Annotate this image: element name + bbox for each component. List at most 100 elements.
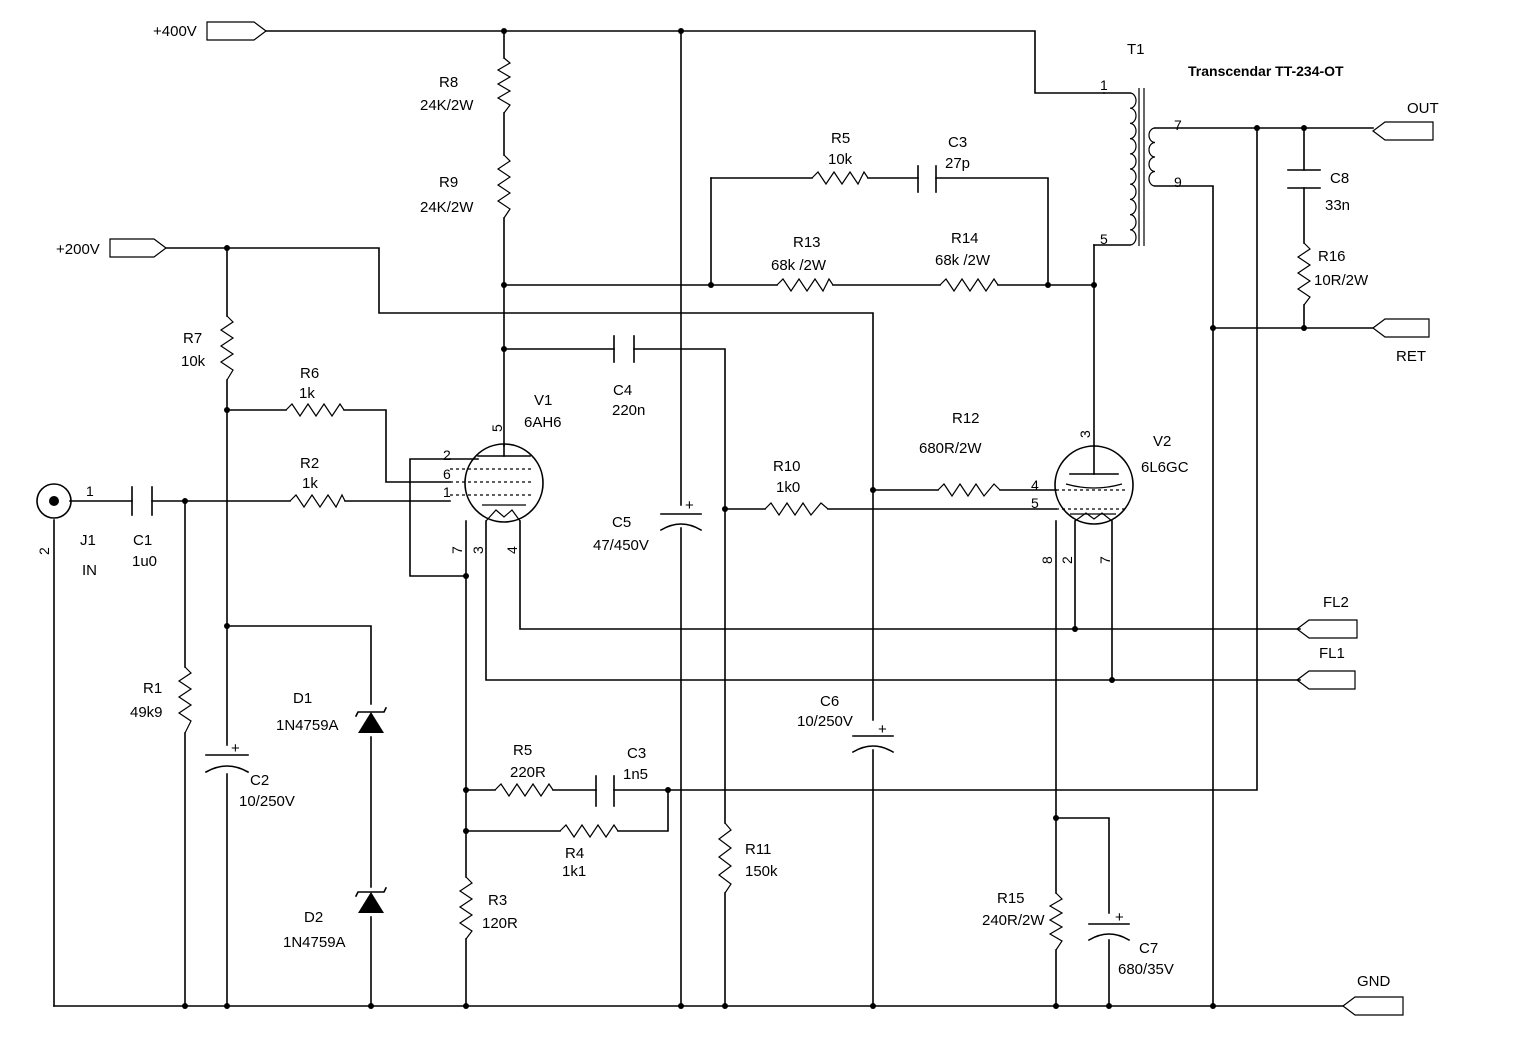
capacitor-c8-ref: C8 bbox=[1330, 170, 1349, 187]
capacitor-c7-ref: C7 bbox=[1139, 940, 1158, 957]
wires bbox=[53, 30, 1374, 1007]
tube-v1: 5 2 6 1 7 3 4 V1 6AH6 bbox=[443, 392, 562, 554]
resistor-r12-value: 680R/2W bbox=[919, 440, 982, 457]
capacitor-c6-polarity: + bbox=[878, 721, 887, 738]
resistor-r2: R2 1k bbox=[289, 455, 346, 509]
port-fl2: FL2 bbox=[1296, 594, 1358, 639]
resistor-r2-value: 1k bbox=[302, 475, 318, 492]
capacitor-c7: + C7 680/35V bbox=[1087, 909, 1174, 978]
resistor-r6: R6 1k bbox=[285, 365, 345, 418]
resistor-r11-value: 150k bbox=[745, 863, 778, 880]
capacitor-c5-value: 47/450V bbox=[593, 537, 649, 554]
resistor-r5-feedback: R5 10k bbox=[811, 130, 869, 186]
capacitor-c1: C1 1u0 bbox=[131, 486, 157, 570]
tube-v2-pin5: 5 bbox=[1031, 495, 1039, 511]
capacitor-c3-feedback: C3 27p bbox=[917, 134, 970, 193]
transformer-t1: T1 Transcendar TT-234-OT 1 5 7 9 bbox=[1100, 41, 1344, 247]
capacitor-c4-ref: C4 bbox=[613, 382, 632, 399]
zener-diode-d2: D2 1N4759A bbox=[283, 886, 388, 951]
resistor-r12-ref: R12 bbox=[952, 410, 980, 427]
capacitor-c5-polarity: + bbox=[685, 497, 694, 514]
capacitor-c3-feedback-value: 27p bbox=[945, 155, 970, 172]
capacitor-c1-value: 1u0 bbox=[132, 553, 157, 570]
capacitor-c7-polarity: + bbox=[1115, 909, 1124, 926]
port-gnd-label: GND bbox=[1357, 973, 1391, 990]
resistor-r7-value: 10k bbox=[181, 353, 206, 370]
zener-diode-d1: D1 1N4759A bbox=[276, 690, 388, 734]
resistor-r2-ref: R2 bbox=[300, 455, 319, 472]
resistor-r6-value: 1k bbox=[299, 385, 315, 402]
port-out-label: OUT bbox=[1407, 100, 1439, 117]
zener-diode-d2-ref: D2 bbox=[304, 909, 323, 926]
resistor-r16-value: 10R/2W bbox=[1314, 272, 1369, 289]
port-plus200v: +200V bbox=[56, 238, 167, 258]
transformer-t1-pin5: 5 bbox=[1100, 231, 1108, 247]
transformer-t1-ref: T1 bbox=[1127, 41, 1145, 58]
resistor-r8: R8 24K/2W bbox=[420, 57, 512, 114]
resistor-r3: R3 120R bbox=[458, 876, 518, 940]
transformer-t1-pin7: 7 bbox=[1174, 117, 1182, 133]
capacitor-c2-polarity: + bbox=[231, 740, 240, 757]
capacitor-c8: C8 33n bbox=[1287, 169, 1350, 214]
resistor-r12: R12 680R/2W bbox=[919, 410, 1001, 498]
capacitor-c3-cathode-value: 1n5 bbox=[623, 766, 648, 783]
tube-v2-type: 6L6GC bbox=[1141, 459, 1189, 476]
input-jack-pin1: 1 bbox=[86, 483, 94, 499]
resistor-r14-value: 68k /2W bbox=[935, 252, 991, 269]
resistor-r13-ref: R13 bbox=[793, 234, 821, 251]
port-out: OUT bbox=[1372, 100, 1439, 141]
resistor-r16-ref: R16 bbox=[1318, 248, 1346, 265]
resistor-r13-value: 68k /2W bbox=[771, 257, 827, 274]
tube-v1-pin4: 4 bbox=[504, 546, 520, 554]
tube-v1-pin3: 3 bbox=[470, 546, 486, 554]
zener-diode-d2-value: 1N4759A bbox=[283, 934, 346, 951]
tube-v2-ref: V2 bbox=[1153, 433, 1171, 450]
resistor-r10-value: 1k0 bbox=[776, 479, 800, 496]
input-jack-name: IN bbox=[82, 562, 97, 579]
resistor-r4: R4 1k1 bbox=[559, 823, 619, 880]
port-fl1-label: FL1 bbox=[1319, 645, 1345, 662]
input-jack-j1: 1 2 J1 IN bbox=[36, 483, 97, 579]
resistor-r15: R15 240R/2W bbox=[982, 890, 1064, 951]
tube-v1-pin5: 5 bbox=[489, 424, 505, 432]
resistor-r10: R10 1k0 bbox=[764, 458, 829, 517]
resistor-r7-ref: R7 bbox=[183, 330, 202, 347]
tube-v1-pin2: 2 bbox=[443, 447, 451, 463]
capacitor-c2-ref: C2 bbox=[250, 772, 269, 789]
resistor-r1-ref: R1 bbox=[143, 680, 162, 697]
tube-v2-pin2: 2 bbox=[1059, 556, 1075, 564]
tube-v1-ref: V1 bbox=[534, 392, 552, 409]
resistor-r4-value: 1k1 bbox=[562, 863, 586, 880]
tube-v1-pin1: 1 bbox=[443, 484, 451, 500]
resistor-r15-value: 240R/2W bbox=[982, 912, 1045, 929]
tube-v2-pin7: 7 bbox=[1097, 556, 1113, 564]
resistor-r11-ref: R11 bbox=[745, 841, 771, 858]
resistor-r9-ref: R9 bbox=[439, 174, 458, 191]
capacitor-c4-value: 220n bbox=[612, 402, 645, 419]
resistor-r11: R11 150k bbox=[718, 822, 778, 894]
input-jack-pin2: 2 bbox=[36, 547, 52, 555]
port-plus200v-label: +200V bbox=[56, 241, 100, 258]
resistor-r7: R7 10k bbox=[181, 315, 235, 381]
capacitor-c3-feedback-ref: C3 bbox=[948, 134, 967, 151]
resistor-r3-value: 120R bbox=[482, 915, 518, 932]
transformer-t1-part: Transcendar TT-234-OT bbox=[1188, 63, 1344, 79]
port-ret: RET bbox=[1372, 318, 1430, 365]
tube-v2-pin3: 3 bbox=[1077, 430, 1093, 438]
capacitor-c7-value: 680/35V bbox=[1118, 961, 1174, 978]
resistor-r8-ref: R8 bbox=[439, 74, 458, 91]
capacitor-c5-ref: C5 bbox=[612, 514, 631, 531]
capacitor-c4: C4 220n bbox=[612, 335, 645, 419]
zener-diode-d1-ref: D1 bbox=[293, 690, 312, 707]
capacitor-c1-ref: C1 bbox=[133, 532, 152, 549]
port-ret-label: RET bbox=[1396, 348, 1426, 365]
junctions bbox=[182, 28, 1307, 1009]
capacitor-c3-cathode-ref: C3 bbox=[627, 745, 646, 762]
port-plus400v-label: +400V bbox=[153, 23, 197, 40]
resistor-r5-cathode: R5 220R bbox=[494, 742, 554, 798]
transformer-t1-pin9: 9 bbox=[1174, 174, 1182, 190]
tube-v1-pin6: 6 bbox=[443, 466, 451, 482]
port-fl1: FL1 bbox=[1296, 645, 1356, 690]
tube-v2-pin4: 4 bbox=[1031, 477, 1039, 493]
input-jack-ref: J1 bbox=[80, 532, 96, 549]
